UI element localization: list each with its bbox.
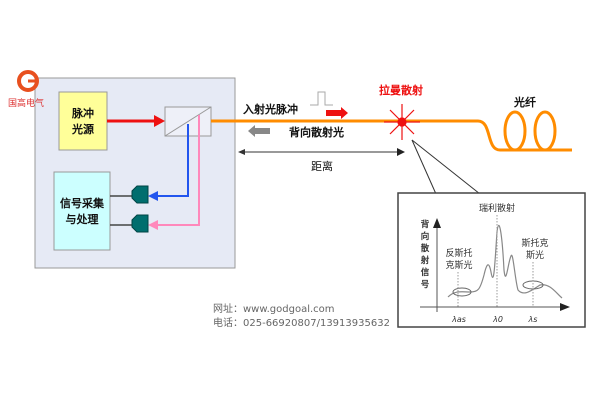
detector-1 xyxy=(131,185,149,204)
optical-fiber xyxy=(211,119,572,152)
website-text: 网址：www.godgoal.com xyxy=(213,302,335,315)
raman-scatter-star-icon xyxy=(384,104,420,140)
forward-arrow-icon xyxy=(326,107,348,119)
logo-ring-icon xyxy=(17,70,39,92)
stokes-label-1: 斯托克 xyxy=(521,237,548,249)
spectrum-curve xyxy=(447,224,563,299)
blue-return-path xyxy=(156,124,189,197)
phone-text: 电话：025-66920807/13913935632 xyxy=(213,316,390,329)
y-axis-label-3: 散 xyxy=(421,243,430,254)
fiber-coil-2 xyxy=(533,110,557,152)
logo-text: 国高电气 xyxy=(8,97,44,109)
blue-arrow-icon xyxy=(148,191,158,201)
distance-label: 距离 xyxy=(311,159,333,173)
signal-processing-unit xyxy=(53,171,111,251)
tick-lambda-as: λas xyxy=(451,315,466,324)
y-axis-label-1: 背 xyxy=(421,219,430,230)
backscatter-label: 背向散射光 xyxy=(289,125,344,139)
processing-label-1: 信号采集 xyxy=(60,196,105,210)
tick-lambda-s: λs xyxy=(528,315,538,324)
processing-label-2: 与处理 xyxy=(66,212,99,226)
spectrum-inset: 背 向 散 射 信 号 瑞利散射 反斯托 克斯光 斯托克 斯光 λas λ0 λ… xyxy=(397,192,586,328)
fiber-coil-1 xyxy=(503,110,527,152)
backward-arrow-icon xyxy=(248,125,270,137)
tick-lambda-0: λ0 xyxy=(492,315,503,324)
pink-return-path xyxy=(156,115,200,226)
laser-arrow-icon xyxy=(154,115,165,127)
pulse-source-label-1: 脉冲 xyxy=(71,106,94,120)
stokes-label-2: 斯光 xyxy=(526,249,544,261)
pulse-shape-icon xyxy=(310,91,333,106)
pulse-source-label-2: 光源 xyxy=(71,122,94,136)
rayleigh-label: 瑞利散射 xyxy=(479,202,515,214)
raman-label: 拉曼散射 xyxy=(379,83,423,97)
fiber-label: 光纤 xyxy=(513,95,536,109)
detector-2 xyxy=(131,214,149,233)
incident-pulse-label: 入射光脉冲 xyxy=(243,102,298,116)
anti-stokes-label-2: 克斯光 xyxy=(445,259,472,271)
y-axis-label-5: 信 xyxy=(421,267,430,278)
pulse-light-source xyxy=(58,91,108,151)
y-axis-label-6: 号 xyxy=(421,280,430,290)
company-logo: 国高电气 xyxy=(8,70,44,109)
y-axis-label-4: 射 xyxy=(420,255,430,266)
anti-stokes-label-1: 反斯托 xyxy=(445,247,472,259)
pink-arrow-icon xyxy=(148,220,158,230)
y-axis-label-2: 向 xyxy=(421,231,430,242)
anti-stokes-ring xyxy=(452,287,472,297)
